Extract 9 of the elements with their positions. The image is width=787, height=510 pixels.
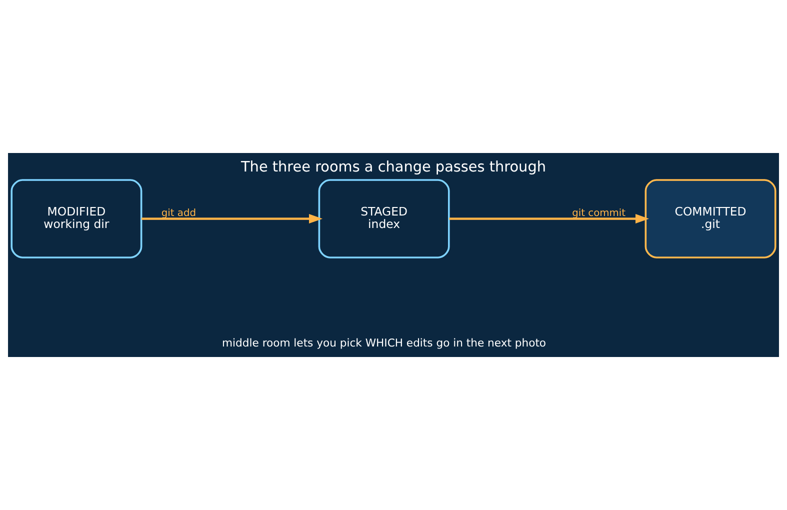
node-box: STAGED index [318,179,450,258]
arrow [141,214,323,224]
arrow [449,214,650,224]
edge-label: git commit [572,208,626,219]
edge-label: git add [161,208,196,219]
node-box: COMMITTED .git [644,179,776,258]
label: middle room lets you pick WHICH edits go in the next photo [222,336,546,350]
diagram-title: The three rooms a change passes through [241,160,546,176]
node-box: MODIFIED working dir [10,179,142,258]
